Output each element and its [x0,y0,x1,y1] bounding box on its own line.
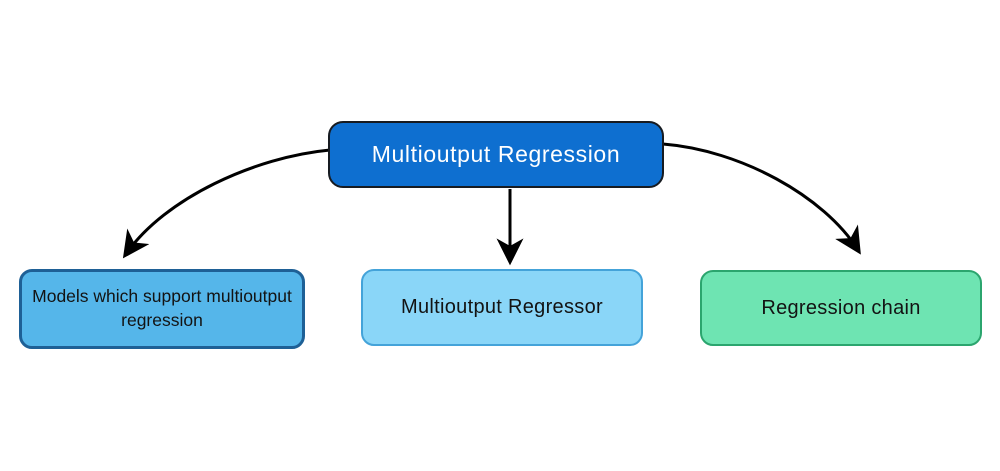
node-models-which-support: Models which support multioutput regress… [19,269,305,349]
arrow-root-to-right [662,142,861,255]
node-multioutput-regressor: Multioutput Regressor [361,269,643,346]
node-multioutput-regressor-label: Multioutput Regressor [401,296,603,318]
node-regression-chain-label: Regression chain [761,296,921,319]
node-multioutput-regression: Multioutput Regression [328,121,664,188]
node-multioutput-regression-label: Multioutput Regression [371,141,621,167]
node-models-which-support-label: Models which support multioutput regress… [32,286,292,330]
node-regression-chain: Regression chain [700,270,982,346]
arrow-root-to-left [122,148,331,259]
